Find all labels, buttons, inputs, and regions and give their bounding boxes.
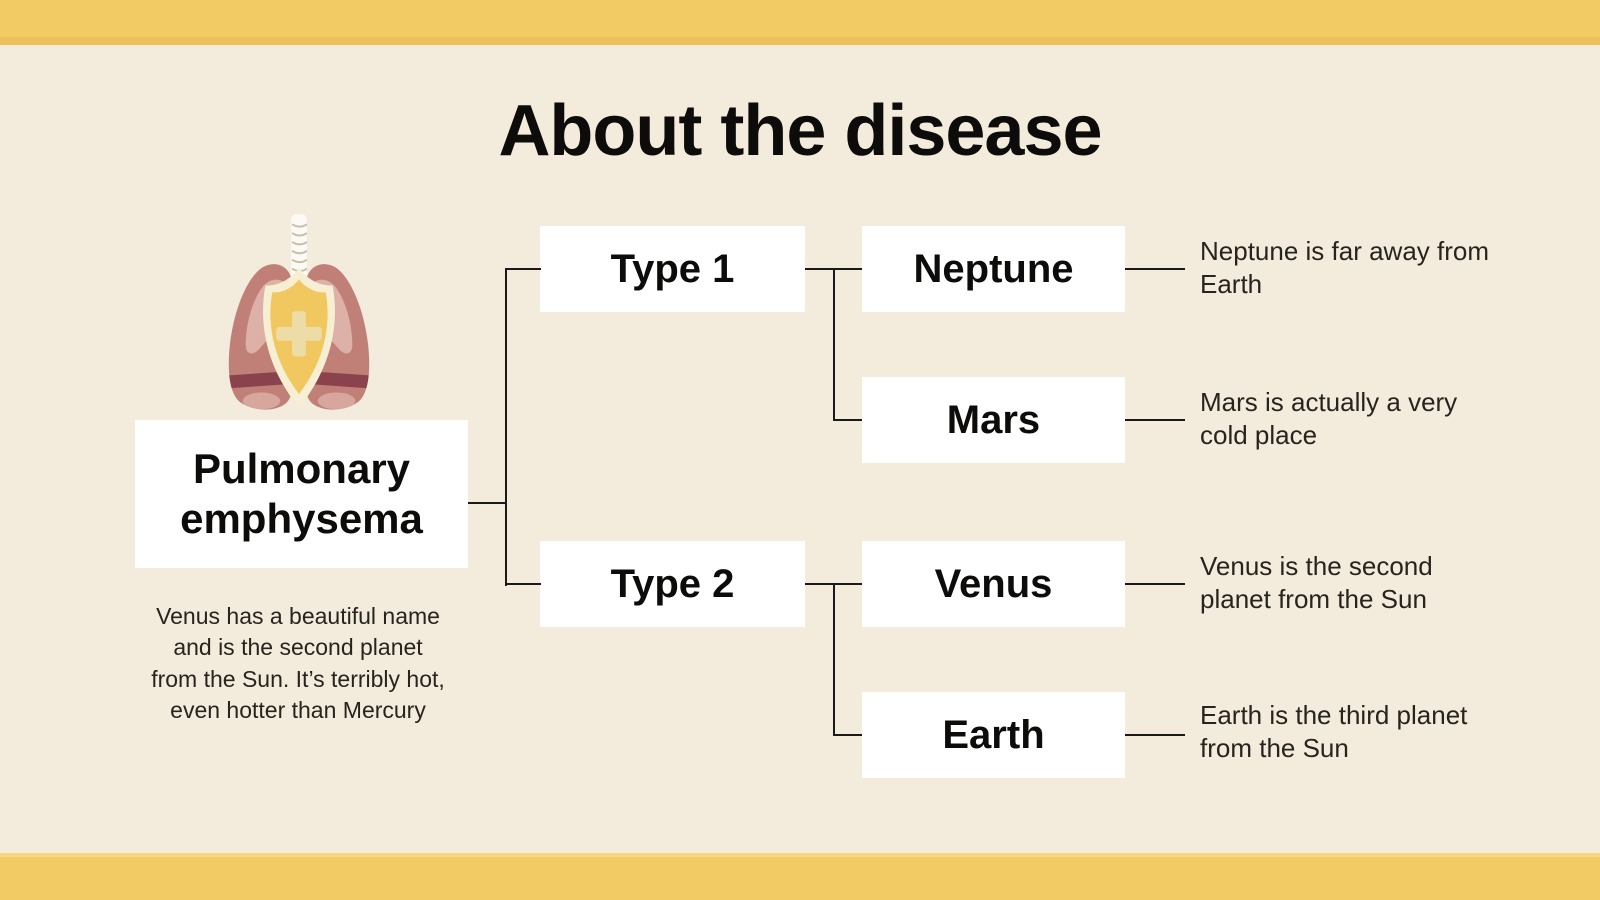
connector-line bbox=[1125, 734, 1185, 736]
connector-line bbox=[505, 268, 541, 270]
description-neptune: Neptune is far away from Earth bbox=[1200, 236, 1490, 300]
page-title: About the disease bbox=[498, 91, 1102, 171]
connector-line bbox=[1125, 268, 1185, 270]
node-neptune: Neptune bbox=[862, 226, 1125, 312]
cross-icon bbox=[276, 311, 322, 357]
connector-line bbox=[505, 268, 507, 586]
connector-line bbox=[1125, 419, 1185, 421]
connector-line bbox=[833, 734, 862, 736]
node-earth: Earth bbox=[862, 692, 1125, 778]
description-mars: Mars is actually a very cold place bbox=[1200, 387, 1458, 451]
connector-line bbox=[833, 419, 862, 421]
description-venus: Venus is the second planet from the Sun bbox=[1200, 551, 1433, 615]
connector-line bbox=[833, 268, 835, 420]
lungs-shield-icon bbox=[220, 210, 378, 422]
description-earth: Earth is the third planet from the Sun bbox=[1200, 700, 1468, 764]
connector-line bbox=[833, 583, 835, 736]
top-accent-bar bbox=[0, 0, 1600, 45]
connector-line bbox=[505, 583, 541, 585]
root-note: Venus has a beautiful name and is the se… bbox=[151, 603, 445, 723]
node-venus: Venus bbox=[862, 541, 1125, 627]
bottom-accent-bar bbox=[0, 853, 1600, 900]
node-type-1: Type 1 bbox=[540, 226, 805, 312]
connector-line bbox=[1125, 583, 1185, 585]
node-mars: Mars bbox=[862, 377, 1125, 463]
node-type-2: Type 2 bbox=[540, 541, 805, 627]
node-root: Pulmonary emphysema bbox=[135, 420, 468, 568]
connector-line bbox=[468, 502, 507, 504]
